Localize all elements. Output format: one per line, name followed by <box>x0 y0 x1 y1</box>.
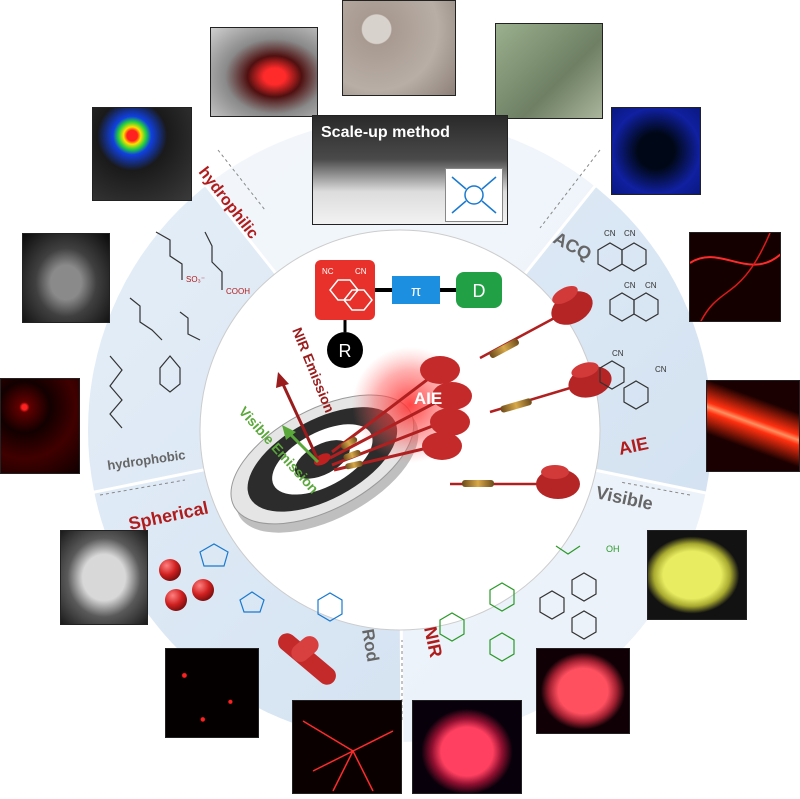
cooh-label: COOH <box>226 287 250 296</box>
emission-arrows <box>276 372 320 464</box>
mouse-imaging-image <box>60 530 148 625</box>
pink-powder-image <box>536 648 630 734</box>
scale-up-photo: Scale-up method <box>312 115 508 225</box>
aie-darts <box>329 356 472 472</box>
blue-fluorescence-image <box>611 107 701 195</box>
red-glow-bar-image <box>706 380 800 472</box>
microfluidic-chip-image <box>342 0 456 96</box>
core-structure: NC CN π D R <box>315 260 502 368</box>
aie-structures <box>597 242 659 410</box>
so3-label: SO₃⁻ <box>186 275 205 284</box>
r-label: R <box>339 341 352 361</box>
nir-powder-image <box>412 700 522 794</box>
chip-inset <box>445 168 503 222</box>
core-cn-right: CN <box>355 267 367 276</box>
r-circle <box>327 332 363 368</box>
red-dots-image <box>165 648 259 738</box>
oh-label: OH <box>606 544 620 554</box>
nanoparticle-3 <box>192 579 214 601</box>
sector-scaleup <box>170 28 640 430</box>
red-fiber-image <box>689 232 781 322</box>
flying-darts <box>450 285 612 499</box>
tissue-section-image <box>495 23 603 119</box>
aie-center-label: AIE <box>414 389 442 408</box>
core-cn-left: NC <box>322 267 334 276</box>
cn-label-1: CN <box>604 229 616 238</box>
donor-label: D <box>473 281 486 301</box>
nanorods <box>278 633 336 685</box>
nanoparticle-2 <box>165 589 187 611</box>
yellow-powder-image <box>647 530 747 620</box>
cn-label-5: CN <box>612 349 624 358</box>
cn-label-3: CN <box>624 281 636 290</box>
nanoparticle-1 <box>159 559 181 581</box>
hydrophilic-structures <box>109 231 223 429</box>
thiophene-structures <box>199 543 343 622</box>
cn-label-4: CN <box>645 281 657 290</box>
cn-label-2: CN <box>624 229 636 238</box>
mouse-brain-image <box>92 107 192 201</box>
cn-label-6: CN <box>655 365 667 374</box>
donor-box <box>456 272 502 308</box>
embryo-image <box>210 27 318 117</box>
nir-donor-structures <box>439 545 581 662</box>
tpa-structures <box>539 572 597 640</box>
scale-up-title: Scale-up method <box>321 124 450 141</box>
rod-network-image <box>292 700 402 794</box>
pi-label: π <box>411 283 421 300</box>
pi-box <box>392 276 440 304</box>
cell-imaging-image <box>0 378 80 474</box>
mouse-xray-image <box>22 233 110 323</box>
